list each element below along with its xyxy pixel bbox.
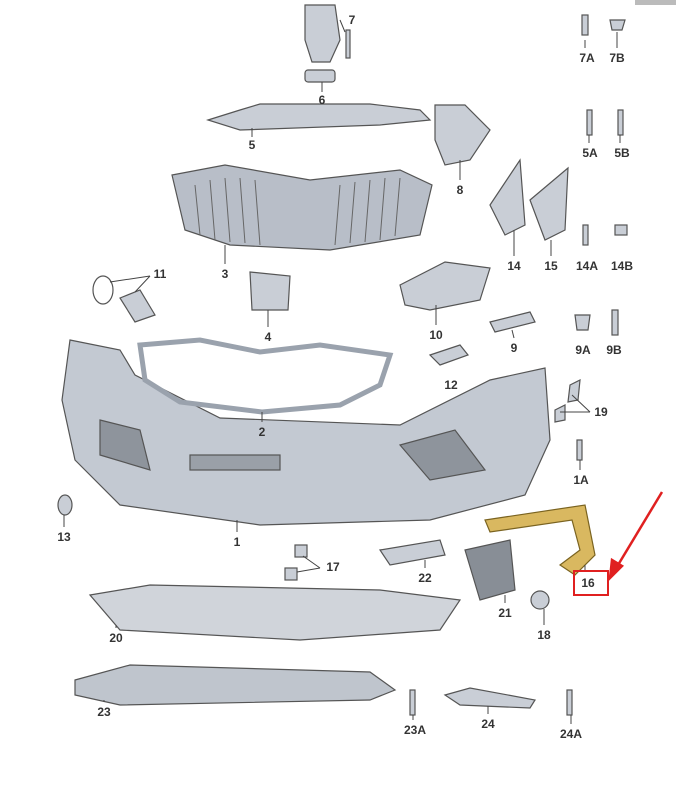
part-7a-screw: [581, 14, 589, 36]
part-17-clip: [294, 544, 308, 558]
label-15[interactable]: 15: [544, 259, 558, 273]
label-9[interactable]: 9: [510, 341, 518, 355]
part-20-lower-grille: [88, 584, 462, 641]
part-5a-screw: [586, 109, 593, 136]
label-23a[interactable]: 23A: [403, 723, 427, 737]
label-1[interactable]: 1: [233, 535, 241, 549]
label-12[interactable]: 12: [444, 378, 458, 392]
label-1a[interactable]: 1A: [573, 473, 589, 487]
label-9b[interactable]: 9B: [606, 343, 622, 357]
part-19-clips: [554, 378, 581, 423]
part-5b-screw: [617, 109, 624, 136]
highlight-box-16: [573, 570, 609, 596]
part-11-cover: [119, 289, 156, 323]
part-3-grille: [171, 164, 433, 251]
label-2[interactable]: 2: [258, 425, 266, 439]
part-12: [428, 344, 469, 366]
part-4: [249, 271, 291, 311]
part-1a-screw: [576, 439, 583, 461]
part-9: [489, 311, 536, 333]
part-2-frame: [137, 337, 394, 415]
part-24a-screw: [566, 689, 573, 716]
label-5b[interactable]: 5B: [614, 146, 630, 160]
label-14[interactable]: 14: [507, 259, 521, 273]
label-7a[interactable]: 7A: [579, 51, 595, 65]
label-4[interactable]: 4: [264, 330, 272, 344]
part-9a-nut: [574, 314, 591, 331]
part-24-strip: [443, 687, 536, 709]
part-14: [489, 158, 526, 236]
label-7b[interactable]: 7B: [609, 51, 625, 65]
label-6[interactable]: 6: [318, 93, 326, 107]
label-14a[interactable]: 14A: [575, 259, 599, 273]
label-8[interactable]: 8: [456, 183, 464, 197]
label-24a[interactable]: 24A: [559, 727, 583, 741]
red-arrow-head: [608, 557, 625, 582]
label-19[interactable]: 19: [594, 405, 608, 419]
label-3[interactable]: 3: [221, 267, 229, 281]
part-22: [378, 539, 446, 566]
part-7b-clip: [609, 19, 626, 31]
label-20[interactable]: 20: [109, 631, 123, 645]
label-17[interactable]: 17: [326, 560, 340, 574]
label-14b[interactable]: 14B: [610, 259, 634, 273]
label-5a[interactable]: 5A: [582, 146, 598, 160]
part-5-upper-trim: [205, 103, 432, 131]
label-23[interactable]: 23: [97, 705, 111, 719]
part-13: [57, 494, 73, 516]
part-14a-screw: [582, 224, 589, 246]
part-6: [304, 69, 336, 83]
label-10[interactable]: 10: [429, 328, 443, 342]
part-18: [530, 590, 550, 610]
part-17-clip: [284, 567, 298, 581]
part-8-bracket: [434, 104, 491, 166]
label-13[interactable]: 13: [57, 530, 71, 544]
part-10: [399, 261, 491, 311]
leader-lines: [63, 19, 621, 724]
label-5[interactable]: 5: [248, 138, 256, 152]
window-edge: [635, 0, 676, 5]
part-16-trim: [484, 504, 596, 576]
part-21: [464, 539, 516, 601]
label-18[interactable]: 18: [537, 628, 551, 642]
label-11[interactable]: 11: [153, 267, 167, 281]
part-15: [529, 166, 569, 241]
label-9a[interactable]: 9A: [575, 343, 591, 357]
part-3-grille-slats: [194, 177, 401, 246]
part-7-bracket: [304, 4, 341, 63]
label-16[interactable]: 16: [581, 576, 595, 590]
bumper-side-vents: [99, 419, 487, 481]
bumper-plate-recess: [189, 454, 281, 471]
part-23-undertray: [74, 664, 397, 706]
label-22[interactable]: 22: [418, 571, 432, 585]
red-arrow: [608, 491, 664, 582]
label-7[interactable]: 7: [348, 13, 356, 27]
part-11-ring: [92, 275, 114, 305]
label-24[interactable]: 24: [481, 717, 495, 731]
part-23a-screw: [409, 689, 416, 716]
label-21[interactable]: 21: [498, 606, 512, 620]
part-7-bolt: [345, 29, 351, 59]
part-9b-screw: [611, 309, 619, 336]
red-arrow-shaft: [613, 491, 664, 571]
part-14b-clip: [614, 224, 628, 236]
